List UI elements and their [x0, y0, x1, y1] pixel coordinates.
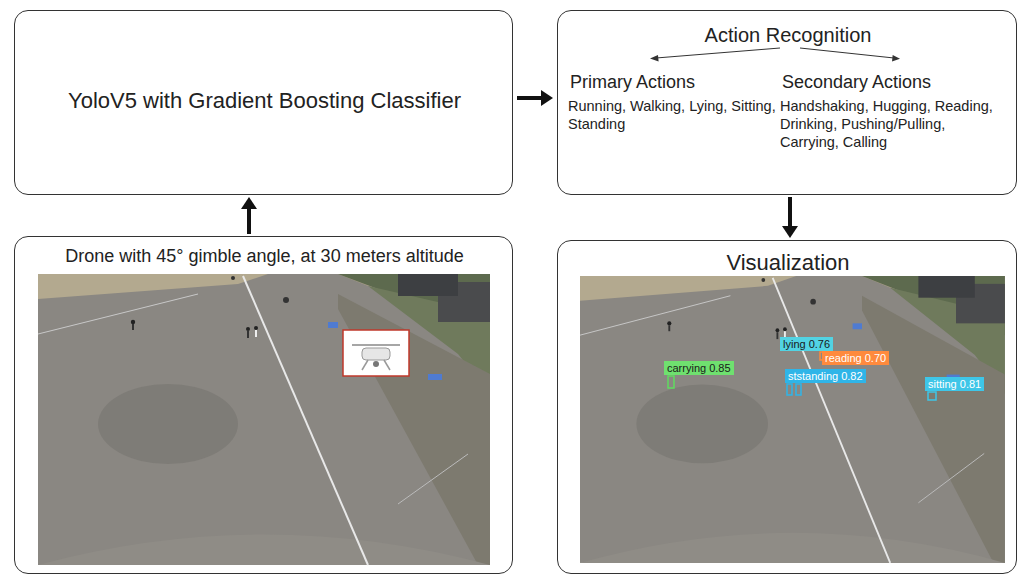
node-title: Action Recognition — [568, 23, 1008, 48]
node-title: Drone with 45° gimble angle, at 30 meter… — [25, 245, 504, 268]
action-list: Running, Walking, Lying, Sitting, Standi… — [568, 97, 778, 133]
input-box: Drone with 45° gimble angle, at 30 meter… — [14, 236, 513, 574]
detection-label: reading 0.70 — [822, 351, 889, 365]
flow-arrow — [782, 197, 798, 238]
action-list: Handshaking, Hugging, Reading, Drinking,… — [780, 97, 1008, 151]
column-heading: Secondary Actions — [782, 71, 1002, 94]
column-heading: Primary Actions — [570, 71, 770, 94]
output-box: Visualization — [557, 240, 1017, 574]
node-title: Visualization — [568, 249, 1008, 277]
detection-label: sitting 0.81 — [925, 377, 984, 391]
process-box: YoloV5 with Gradient Boosting Classifier — [14, 10, 513, 195]
flow-arrow — [517, 90, 553, 106]
process-box: Action RecognitionPrimary ActionsRunning… — [557, 10, 1017, 195]
detection-label: lying 0.76 — [780, 337, 833, 351]
detection-label: ststanding 0.82 — [785, 369, 866, 383]
flow-arrow — [241, 197, 257, 234]
detection-label: carrying 0.85 — [664, 361, 734, 375]
node-title: YoloV5 with Gradient Boosting Classifier — [25, 87, 504, 115]
